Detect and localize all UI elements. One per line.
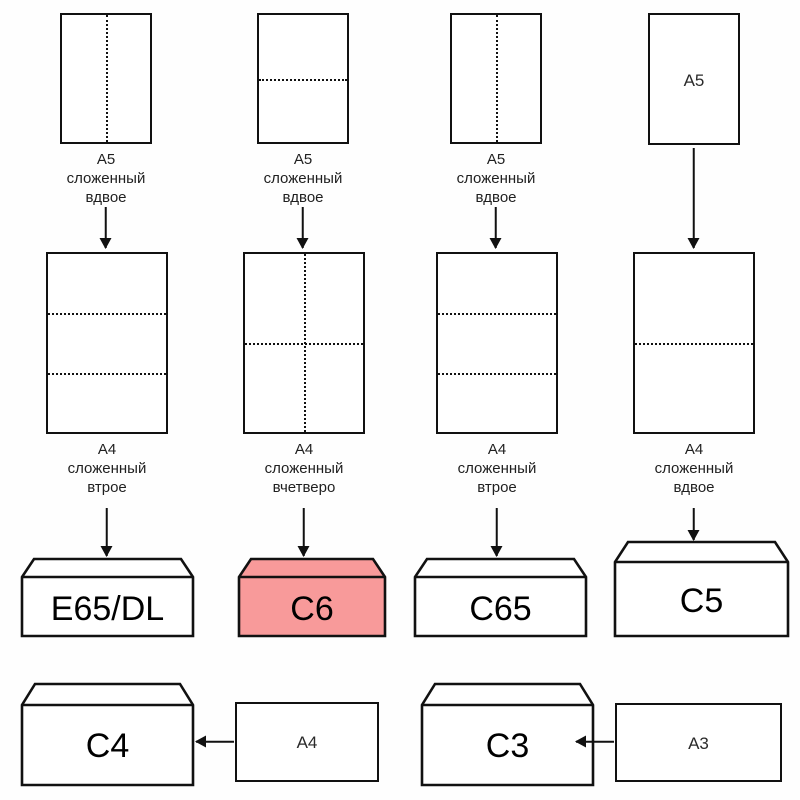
arrow-col2-step2 [297,508,311,557]
sheet-a5-col3 [450,13,542,144]
arrow-a3-to-c3 [575,735,614,749]
arrow-col4-step1 [687,148,701,249]
envelope-label: E65/DL [50,590,165,628]
envelope-label: C6 [290,590,334,628]
sheet-a5-col1 [60,13,152,144]
sheet-a5-col4: A5 [648,13,740,145]
arrow-col1-step2 [100,508,114,557]
sheet-a4-col2 [243,252,365,434]
arrow-head [489,238,502,249]
caption-line: вдвое [673,479,715,496]
envelope-c5[interactable]: C5 [613,540,790,638]
sheet-label-a3: A3 [688,734,709,753]
arrow-shaft [104,207,107,248]
fold-line-horizontal [438,313,556,316]
caption-col4-step2: A4 сложенный вдвое [634,440,754,497]
envelope-c4[interactable]: C4 [20,682,195,787]
caption-line: втрое [477,479,517,496]
arrow-shaft [302,508,305,556]
caption-line: сложенный [654,460,734,477]
arrow-head [575,735,586,748]
envelope-c65[interactable]: C65 [413,557,588,638]
caption-col3-step2: A4 сложенный втрое [437,440,557,497]
arrow-shaft [196,740,234,743]
sheet-label-a5: A5 [683,71,705,90]
arrow-a4-to-c4 [195,735,234,749]
sheet-a4-col4 [633,252,755,434]
fold-line-horizontal [259,78,347,81]
caption-line: A4 [684,441,704,458]
arrow-head [296,238,309,249]
arrow-head [195,735,206,748]
caption-line: вдвое [475,189,517,206]
caption-col1-step2: A4 сложенный втрое [47,440,167,497]
envelope-shape [237,557,387,638]
caption-col2-step2: A4 сложенный вчетверо [244,440,364,497]
envelope-label: C3 [485,727,530,765]
arrow-shaft [692,148,695,248]
arrow-head [687,238,700,249]
caption-line: втрое [87,479,127,496]
envelope-c3[interactable]: C3 [420,682,595,787]
sheet-a4-col1 [46,252,168,434]
envelope-shape [413,557,588,638]
arrow-shaft [495,508,498,556]
caption-line: вчетверо [272,479,336,496]
caption-line: вдвое [85,189,127,206]
fold-line-vertical [106,15,108,142]
caption-line: A5 [293,151,313,168]
caption-col2-step1: A5 сложенный вдвое [243,150,363,207]
envelope-label: C4 [85,727,130,765]
fold-line-horizontal [635,343,753,345]
envelope-shape [20,682,195,787]
arrow-head [100,546,113,557]
arrow-shaft [301,207,304,248]
caption-line: A4 [294,441,314,458]
caption-col3-step1: A5 сложенный вдвое [436,150,556,207]
envelope-label: C5 [679,582,724,620]
arrow-col3-step2 [490,508,504,557]
arrow-head [490,546,503,557]
fold-line-vertical [304,254,306,432]
caption-line: A4 [97,441,117,458]
caption-line: сложенный [66,170,146,187]
envelope-shape [20,557,195,638]
caption-line: A5 [486,151,506,168]
sheet-label-a4: A4 [296,733,318,752]
arrow-head [99,238,112,249]
envelope-e65-dl[interactable]: E65/DL [20,557,195,638]
caption-col1-step1: A5 сложенный вдвое [46,150,166,207]
sheet-a4-bottom: A4 [235,702,379,782]
fold-line-horizontal [438,372,556,375]
envelope-shape [613,540,790,638]
fold-line-horizontal [48,372,166,375]
arrow-col1-step1 [99,207,113,249]
envelope-shape [420,682,595,787]
arrow-shaft [105,508,108,556]
caption-line: сложенный [67,460,147,477]
caption-line: сложенный [264,460,344,477]
envelope-label: C65 [469,590,532,628]
arrow-col3-step1 [489,207,503,249]
envelope-c6[interactable]: C6 [237,557,387,638]
sheet-a4-col3 [436,252,558,434]
arrow-col4-step2 [687,508,701,541]
arrow-col2-step1 [296,207,310,249]
arrow-head [297,546,310,557]
arrow-head [687,530,700,541]
sheet-a5-col2 [257,13,349,144]
caption-line: A5 [96,151,116,168]
fold-line-vertical [496,15,498,142]
caption-line: A4 [487,441,507,458]
arrow-shaft [494,207,497,248]
arrow-shaft [692,508,695,540]
sheet-a3-bottom: A3 [615,703,782,782]
caption-line: вдвое [282,189,324,206]
caption-line: сложенный [457,460,537,477]
caption-line: сложенный [456,170,536,187]
fold-line-horizontal [48,313,166,316]
arrow-shaft [576,740,614,743]
caption-line: сложенный [263,170,343,187]
